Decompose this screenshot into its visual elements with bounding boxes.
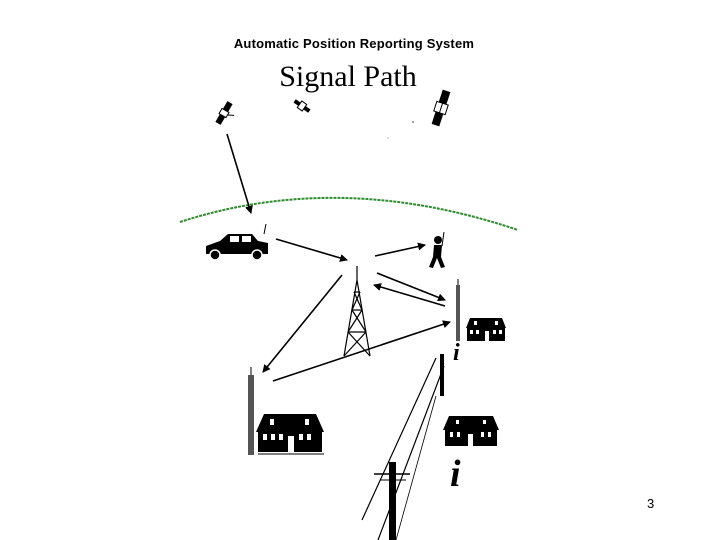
arrow-tower-to-lower-house xyxy=(262,274,343,373)
antenna-mast-icon xyxy=(248,367,254,455)
hiker-icon xyxy=(429,231,445,268)
arrow-car-to-tower xyxy=(275,238,348,262)
info-icon: i xyxy=(453,340,460,366)
satellite-icon xyxy=(293,99,311,113)
house-icon xyxy=(443,416,499,446)
car-icon xyxy=(206,223,268,261)
arrow-lower-house-to-upper-house xyxy=(272,320,451,382)
satellite-icon xyxy=(215,101,235,125)
arrow-house-to-tower xyxy=(373,283,446,307)
page-number: 3 xyxy=(647,496,655,511)
utility-pole-icon xyxy=(361,357,445,540)
utility-pole-icon xyxy=(440,354,444,396)
arrow-satellite-to-car xyxy=(226,133,253,214)
signal-arrows xyxy=(226,133,451,382)
antenna-mast-icon xyxy=(456,279,460,341)
info-icon: i xyxy=(450,453,461,495)
house-icon xyxy=(256,414,324,455)
system-title: Automatic Position Reporting System xyxy=(233,36,475,51)
radio-tower-icon xyxy=(343,266,371,357)
earth-horizon xyxy=(179,196,519,231)
speck xyxy=(387,137,389,139)
satellite-icon xyxy=(431,89,451,127)
arrow-tower-to-hiker xyxy=(374,242,426,257)
slide-title: Signal Path xyxy=(279,60,417,93)
arrow-tower-to-house xyxy=(376,272,446,302)
speck xyxy=(412,121,414,123)
house-icon xyxy=(466,318,506,341)
